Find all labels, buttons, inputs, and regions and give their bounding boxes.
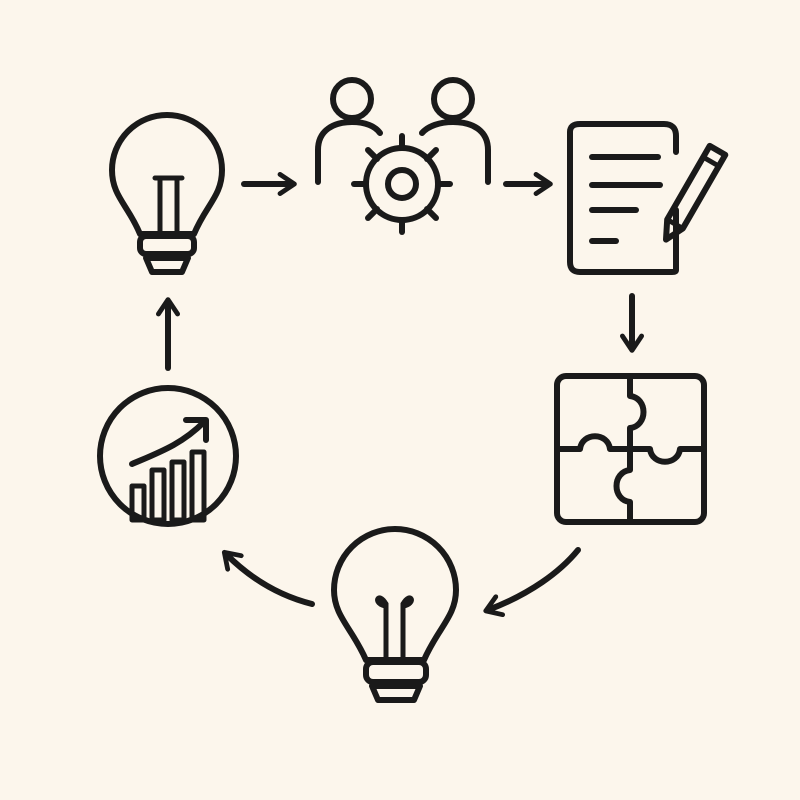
arrow-insight-to-growth	[221, 549, 315, 607]
lightbulb-icon	[109, 112, 225, 275]
lightbulb-icon	[331, 526, 459, 703]
document-pencil-icon	[567, 121, 729, 275]
arrow-integrate-to-insight	[483, 547, 581, 618]
growth-chart-icon	[97, 385, 239, 527]
team-gear-icon	[315, 77, 491, 235]
puzzle-icon	[554, 373, 707, 525]
